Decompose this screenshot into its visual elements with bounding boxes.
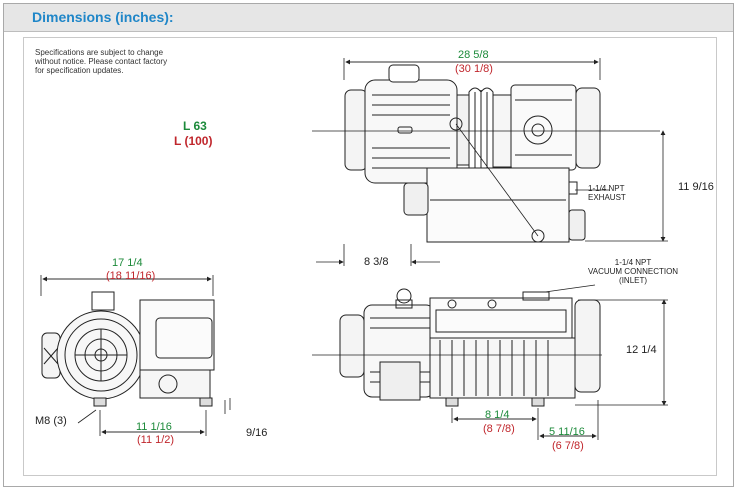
end-view-drawing <box>41 291 215 407</box>
panel-title: Dimensions (inches): <box>32 9 174 25</box>
top-offset: 8 3/8 <box>364 256 389 268</box>
spec-note-line: without notice. Please contact factory <box>35 57 168 66</box>
spec-note-line: Specifications are subject to change <box>35 48 164 57</box>
end-base-mm: (11 1/2) <box>137 434 175 446</box>
model-name-inches: L 63 <box>183 119 207 133</box>
drawing-area <box>23 37 717 476</box>
exhaust-label: 1-1/4 NPT EXHAUST <box>588 184 626 202</box>
top-length-inches: 28 5/8 <box>458 49 489 61</box>
inlet-label-line: (INLET) <box>619 276 648 285</box>
side-view-dimensions <box>312 284 668 440</box>
bolt-label: M8 (3) <box>35 415 67 427</box>
side-feet-mm: (8 7/8) <box>483 423 515 435</box>
end-width-inches: 17 1/4 <box>112 257 143 269</box>
exhaust-label-line: 1-1/4 NPT <box>588 184 625 193</box>
model-name-mm: L (100) <box>174 134 213 148</box>
end-width-mm: (18 11/16) <box>106 270 156 282</box>
end-base-inches: 11 1/16 <box>136 421 172 433</box>
end-view-dimensions <box>40 275 231 436</box>
exhaust-label-line: EXHAUST <box>588 193 626 202</box>
side-view-drawing <box>339 288 601 407</box>
top-view-dimensions <box>312 58 668 266</box>
top-view-drawing <box>344 64 601 243</box>
top-length-mm: (30 1/8) <box>455 63 493 75</box>
inlet-label-line: 1-1/4 NPT <box>614 258 652 267</box>
side-rear-inches: 5 11/16 <box>549 426 585 438</box>
inlet-label: 1-1/4 NPT VACUUM CONNECTION (INLET) <box>588 258 678 285</box>
side-feet-inches: 8 1/4 <box>485 409 510 421</box>
inlet-label-line: VACUUM CONNECTION <box>588 267 679 276</box>
spec-note-line: for specification updates. <box>35 66 124 75</box>
side-height: 12 1/4 <box>626 344 657 356</box>
foot-label: 9/16 <box>246 427 268 439</box>
top-height: 11 9/16 <box>678 181 714 193</box>
panel-header: Dimensions (inches): <box>4 4 733 32</box>
spec-note: Specifications are subject to change wit… <box>35 48 167 75</box>
side-rear-mm: (6 7/8) <box>552 440 584 452</box>
